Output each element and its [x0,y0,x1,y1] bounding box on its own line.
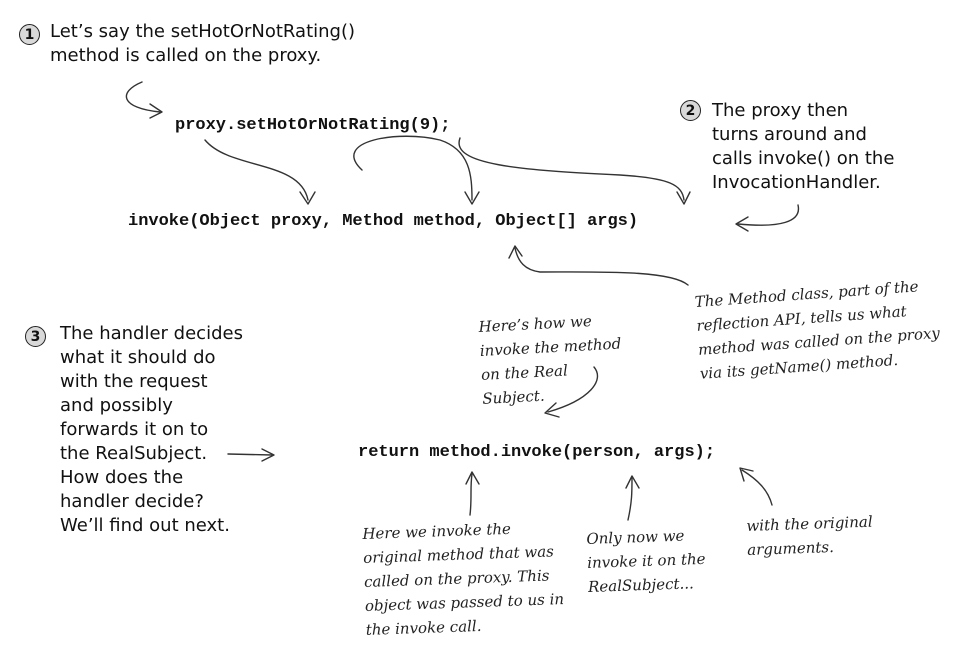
arrow-original-method [469,473,473,516]
annotation-method-class: The Method class, part of the reflection… [694,273,942,386]
step-1-line: method is called on the proxy. [50,45,322,66]
arrowhead-args-param [676,191,691,205]
step-3-text: The handler decides what it should do wi… [60,322,243,538]
code-return-statement: return method.invoke(person, args); [358,443,716,462]
step-3-line: the RealSubject. [60,443,208,464]
arrow-step3-to-return [227,453,273,456]
arrowhead-proxy-param [299,191,316,205]
code-invoke-signature: invoke(Object proxy, Method method, Obje… [128,212,639,231]
arrowhead-method-class [508,245,523,259]
step-3-line: How does the [60,467,184,488]
step-1-text: Let’s say the setHotOrNotRating() method… [50,20,355,68]
step-2-line: calls invoke() on the [712,148,895,169]
annotation-line: RealSubject... [587,574,695,596]
arrow-only-now [627,477,633,521]
step-3-line: The handler decides [60,323,243,344]
arrowhead-note1-to-call [149,103,163,119]
step-3-line: handler decide? [60,491,204,512]
step-3-line: forwards it on to [60,419,209,440]
annotation-original-args: with the original arguments. [746,510,874,562]
step-2-line: InvocationHandler. [712,172,881,193]
annotation-original-method: Here we invoke the original method that … [362,515,565,642]
annotation-how-invoke: Here’s how we invoke the method on the R… [478,308,624,411]
arrowhead-how-invoke [544,402,560,418]
step-3-line: with the request [60,371,208,392]
arrow-args-param [458,137,685,201]
code-proxy-call: proxy.setHotOrNotRating(9); [175,116,451,135]
step-3-line: and possibly [60,395,173,416]
arrow-note2-to-invoke [737,204,800,226]
arrow-original-args [741,469,773,506]
step-1-badge: 1 [19,24,40,45]
arrowhead-only-now [625,475,640,489]
annotation-line: with the original [746,512,873,535]
step-2-text: The proxy then turns around and calls in… [712,99,894,195]
arrowhead-original-method [465,471,480,485]
arrow-method-param [353,135,473,201]
annotation-line: arguments. [746,537,835,559]
arrow-proxy-param [204,139,309,201]
arrowhead-step3-to-return [261,448,275,462]
arrow-method-class [514,247,689,286]
annotation-only-now: Only now we invoke it on the RealSubject… [586,523,707,599]
arrowhead-note2-to-invoke [735,216,749,232]
step-3-badge: 3 [25,326,46,347]
arrow-note1-to-call [125,81,161,113]
step-1-line: Let’s say the setHotOrNotRating() [50,21,356,42]
step-3-line: We’ll find out next. [60,515,230,536]
arrowhead-method-param [464,191,480,205]
arrowhead-original-args [739,467,754,482]
step-3-line: what it should do [60,347,216,368]
step-2-line: turns around and [712,124,867,145]
step-2-badge: 2 [680,100,701,121]
step-2-line: The proxy then [712,100,849,121]
arrow-how-invoke [547,366,599,413]
